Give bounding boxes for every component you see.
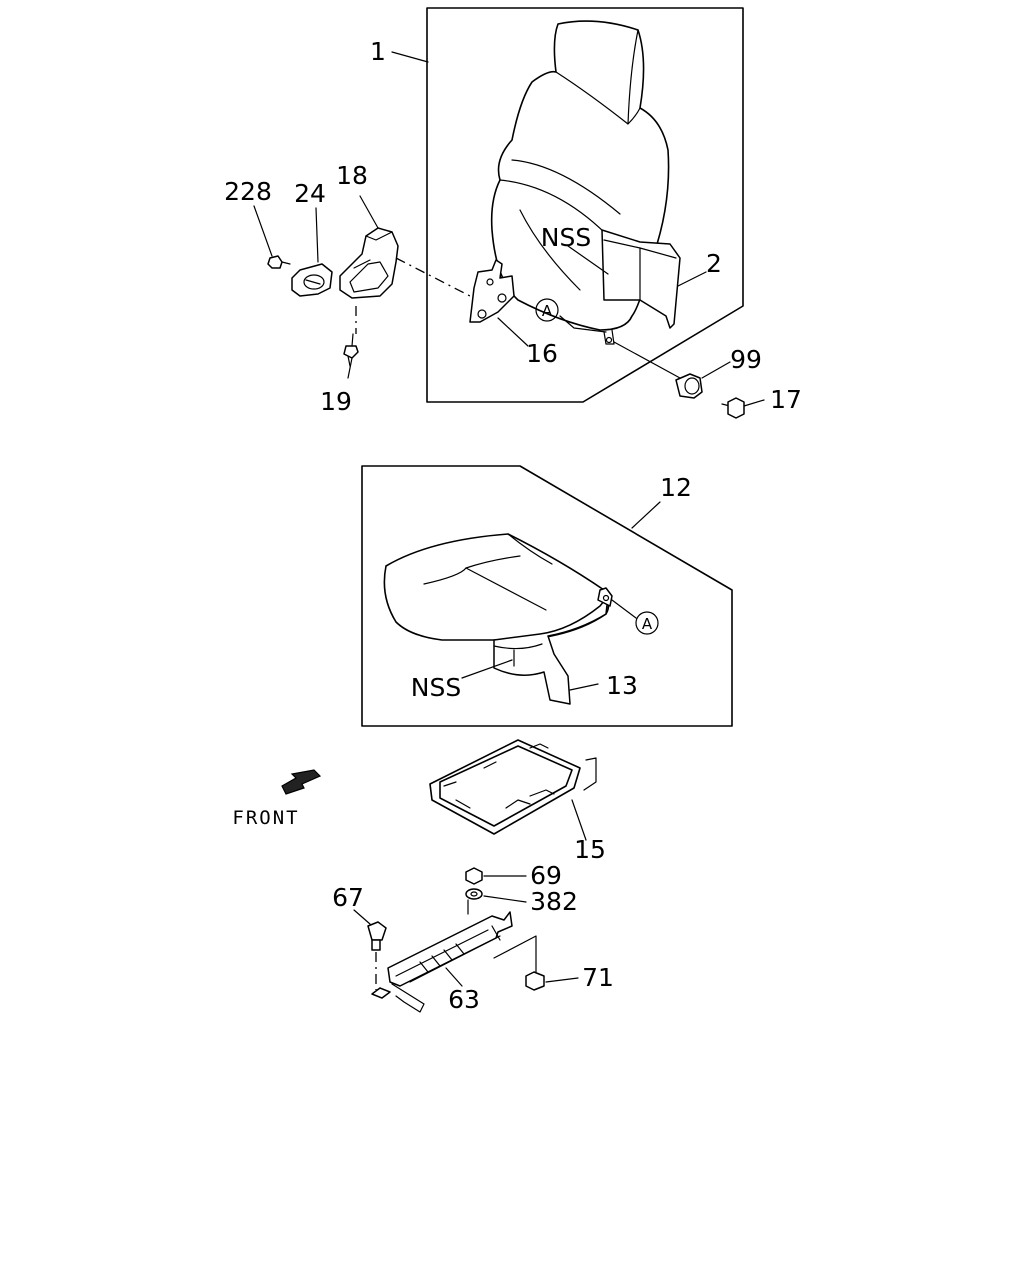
lever-center-line bbox=[395, 257, 471, 297]
bolt-17 bbox=[721, 397, 745, 419]
cushion-cover-panel bbox=[493, 595, 609, 705]
back-cover-panel bbox=[601, 229, 681, 329]
headrest-seam bbox=[555, 71, 641, 125]
callout-18: 18 bbox=[336, 161, 368, 190]
seat-frame bbox=[429, 739, 597, 835]
svg-text:A: A bbox=[642, 615, 653, 633]
callout-nss-back: NSS bbox=[541, 223, 591, 252]
bolt-71 bbox=[525, 963, 545, 991]
rail-bolt-bracket bbox=[493, 935, 537, 965]
callout-382: 382 bbox=[530, 887, 578, 916]
recliner-lever-cover bbox=[339, 227, 399, 299]
callout-228: 228 bbox=[224, 177, 272, 206]
leaders-upper bbox=[253, 51, 765, 407]
front-direction-arrow bbox=[281, 769, 322, 795]
back-fasteners bbox=[613, 341, 745, 419]
callout-69: 69 bbox=[530, 861, 562, 890]
callout-24: 24 bbox=[294, 179, 326, 208]
screw-228 bbox=[267, 255, 291, 269]
callout-63: 63 bbox=[448, 985, 480, 1014]
bolt-67 bbox=[367, 921, 387, 990]
hinge-bracket bbox=[469, 259, 515, 323]
callout-99: 99 bbox=[730, 345, 762, 374]
front-label: FRONT bbox=[232, 807, 299, 829]
callout-17: 17 bbox=[770, 385, 802, 414]
leaders-lower bbox=[353, 875, 579, 987]
leaders-cushion bbox=[461, 501, 661, 691]
washer-382 bbox=[465, 888, 483, 900]
seat-back-group bbox=[426, 7, 744, 403]
callout-13: 13 bbox=[606, 671, 638, 700]
seat-rail bbox=[371, 899, 513, 1013]
seat-cushion-outline-box bbox=[361, 465, 733, 727]
callout-12: 12 bbox=[660, 473, 692, 502]
callout-2: 2 bbox=[706, 249, 722, 278]
callout-67: 67 bbox=[332, 883, 364, 912]
seat-back-outline-box bbox=[426, 7, 744, 403]
callout-16: 16 bbox=[526, 339, 558, 368]
nut-69 bbox=[465, 867, 483, 885]
callout-labels: 1 NSS 2 228 24 18 16 19 99 17 12 NSS 13 … bbox=[224, 37, 802, 1014]
seat-cushion-group bbox=[361, 465, 733, 727]
callout-nss-cushion: NSS bbox=[411, 673, 461, 702]
ref-mark-back: A bbox=[535, 298, 559, 322]
callout-1: 1 bbox=[370, 37, 386, 66]
callout-19: 19 bbox=[320, 387, 352, 416]
recliner-parts bbox=[267, 227, 471, 367]
ref-mark-cushion: A bbox=[635, 611, 659, 635]
bushing-99 bbox=[675, 373, 703, 399]
recliner-knob bbox=[291, 263, 333, 297]
callout-15: 15 bbox=[574, 835, 606, 864]
callout-71: 71 bbox=[582, 963, 614, 992]
svg-text:A: A bbox=[542, 302, 553, 320]
screw-19 bbox=[343, 333, 359, 367]
